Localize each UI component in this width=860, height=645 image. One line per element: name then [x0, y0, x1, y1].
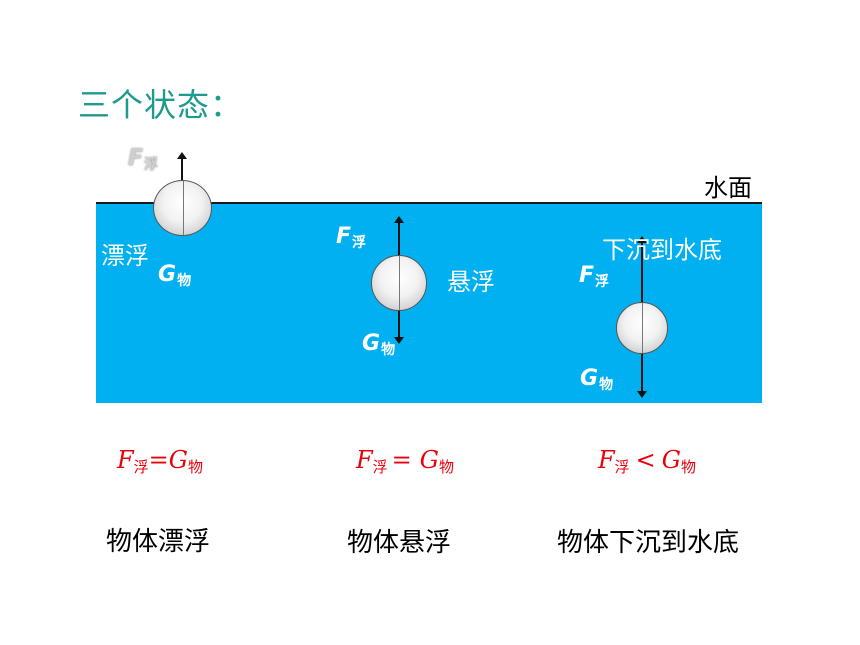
sink-equation: F浮 <G物: [598, 446, 696, 477]
suspend-eq-op: =: [391, 446, 412, 474]
float-caption: 物体漂浮: [106, 527, 211, 557]
float-buoyancy-symbol: F: [128, 146, 144, 171]
suspend-gravity-subscript: 物: [381, 342, 396, 358]
float-state-label: 漂浮: [101, 242, 149, 270]
float-gravity-subscript: 物: [177, 273, 192, 289]
sink-eq-f-sub: 浮: [614, 458, 630, 476]
sink-caption: 物体下沉到水底: [557, 528, 740, 558]
suspend-eq-f-sub: 浮: [372, 458, 388, 476]
suspend-eq-g: G: [419, 446, 439, 474]
sink-eq-op: <: [635, 446, 656, 474]
suspend-buoyancy-symbol: F: [336, 224, 352, 249]
suspend-caption: 物体悬浮: [347, 528, 452, 558]
float-buoyancy-subscript: 浮: [144, 157, 159, 173]
suspend-buoyancy-subscript: 浮: [352, 235, 367, 251]
float-gravity-label: G物: [158, 262, 191, 290]
sink-gravity-subscript: 物: [599, 377, 614, 393]
water-surface-line: [96, 202, 762, 204]
float-eq-op: =: [148, 446, 169, 474]
sink-gravity-symbol: G: [580, 366, 599, 391]
suspend-eq-f: F: [356, 446, 373, 474]
sink-ball: [616, 302, 668, 354]
page-title: 三个状态：: [78, 86, 244, 124]
float-eq-f: F: [117, 446, 134, 474]
suspend-gravity-label: G物: [362, 331, 395, 359]
float-gravity-symbol: G: [158, 262, 177, 287]
float-eq-f-sub: 浮: [133, 458, 149, 476]
sink-buoyancy-label: F浮: [579, 263, 609, 291]
suspend-buoyancy-label: F浮: [336, 224, 366, 252]
float-buoyancy-label: F浮: [128, 146, 158, 174]
suspend-gravity-symbol: G: [362, 331, 381, 356]
sink-eq-g-sub: 物: [680, 458, 696, 476]
sink-gravity-label: G物: [580, 366, 613, 394]
sink-state-label: 下沉到水底: [602, 236, 722, 264]
sink-buoyancy-symbol: F: [579, 263, 595, 288]
suspend-equation: F浮=G物: [356, 446, 454, 477]
float-equation: F浮=G物: [117, 446, 203, 477]
water-surface-label: 水面: [704, 174, 752, 202]
suspend-state-label: 悬浮: [447, 268, 495, 296]
suspend-ball: [371, 255, 427, 311]
float-eq-g: G: [168, 446, 188, 474]
sink-buoyancy-subscript: 浮: [595, 274, 610, 290]
sink-eq-g: G: [661, 446, 681, 474]
suspend-eq-g-sub: 物: [438, 458, 454, 476]
sink-eq-f: F: [598, 446, 615, 474]
float-eq-g-sub: 物: [187, 458, 203, 476]
float-ball: [153, 180, 212, 236]
